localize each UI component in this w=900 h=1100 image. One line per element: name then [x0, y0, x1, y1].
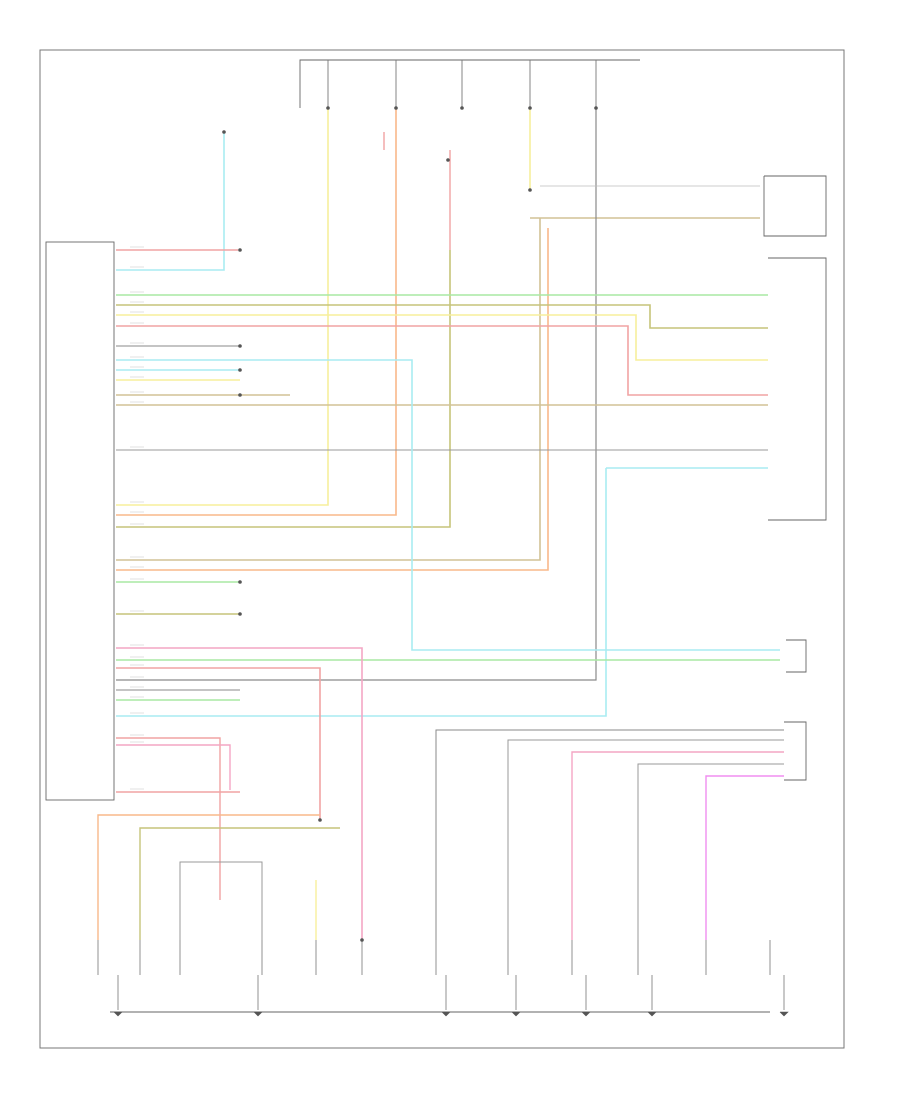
splice-dot — [238, 393, 242, 397]
wire-gray-fuse5 — [116, 108, 597, 681]
fuse-bus-outline — [299, 59, 640, 108]
splice-dot — [238, 368, 242, 372]
ground-symbol — [511, 1011, 521, 1017]
splice-dot — [528, 106, 532, 110]
splice-dot — [238, 580, 242, 584]
wire-olive-828 — [139, 827, 340, 940]
ground-symbol — [441, 1011, 451, 1017]
ground-symbol — [253, 1011, 263, 1017]
connector-box-right — [786, 639, 807, 673]
splice-dot — [222, 130, 226, 134]
splice-dot — [446, 158, 450, 162]
wire-red-668 — [116, 667, 321, 820]
wire-yellow-fuse1 — [116, 108, 329, 506]
module-connector-block — [45, 241, 115, 801]
wire-group — [97, 60, 785, 1010]
wire-orange-570 — [116, 228, 549, 571]
wire-red-738 — [116, 737, 221, 900]
wire-orange-fuse2 — [116, 108, 397, 516]
switch-box-upper — [763, 175, 827, 237]
splice-dot — [528, 188, 532, 192]
wire-yellow-315 — [116, 314, 768, 361]
wire-cyan-1 — [116, 132, 225, 271]
splice-dot — [238, 248, 242, 252]
wire-tan-560 — [116, 218, 541, 561]
wire-cyan-360 — [116, 359, 780, 651]
wire-pink-745 — [116, 744, 231, 790]
wire-pink-648 — [116, 647, 363, 940]
wire-gray-862 — [179, 861, 263, 940]
wire-pink-752 — [571, 751, 784, 940]
wire-gray-730 — [435, 729, 784, 940]
wire-olive-527 — [116, 250, 451, 528]
wire-gray-764 — [637, 763, 784, 940]
splice-dot — [326, 106, 330, 110]
switch-box-main — [768, 257, 827, 521]
wire-olive-305 — [116, 304, 768, 329]
wire-orange-815 — [97, 814, 320, 940]
splice-dot — [238, 612, 242, 616]
ground-symbol — [113, 1011, 123, 1017]
splice-dot — [318, 818, 322, 822]
splice-dot — [360, 938, 364, 942]
ground-symbol — [581, 1011, 591, 1017]
ground-symbol — [647, 1011, 657, 1017]
wire-magenta-776 — [705, 775, 784, 940]
splice-dot — [594, 106, 598, 110]
connector-box-lower — [784, 721, 807, 781]
splice-dot — [238, 344, 242, 348]
ground-symbol — [779, 1011, 789, 1017]
marks-group — [113, 106, 789, 1017]
wire-red-326 — [116, 325, 768, 396]
splice-dot — [394, 106, 398, 110]
wire-gray-740 — [507, 739, 784, 940]
splice-dot — [460, 106, 464, 110]
wire-cyan-716 — [116, 468, 607, 717]
diagram-border — [39, 49, 845, 1049]
